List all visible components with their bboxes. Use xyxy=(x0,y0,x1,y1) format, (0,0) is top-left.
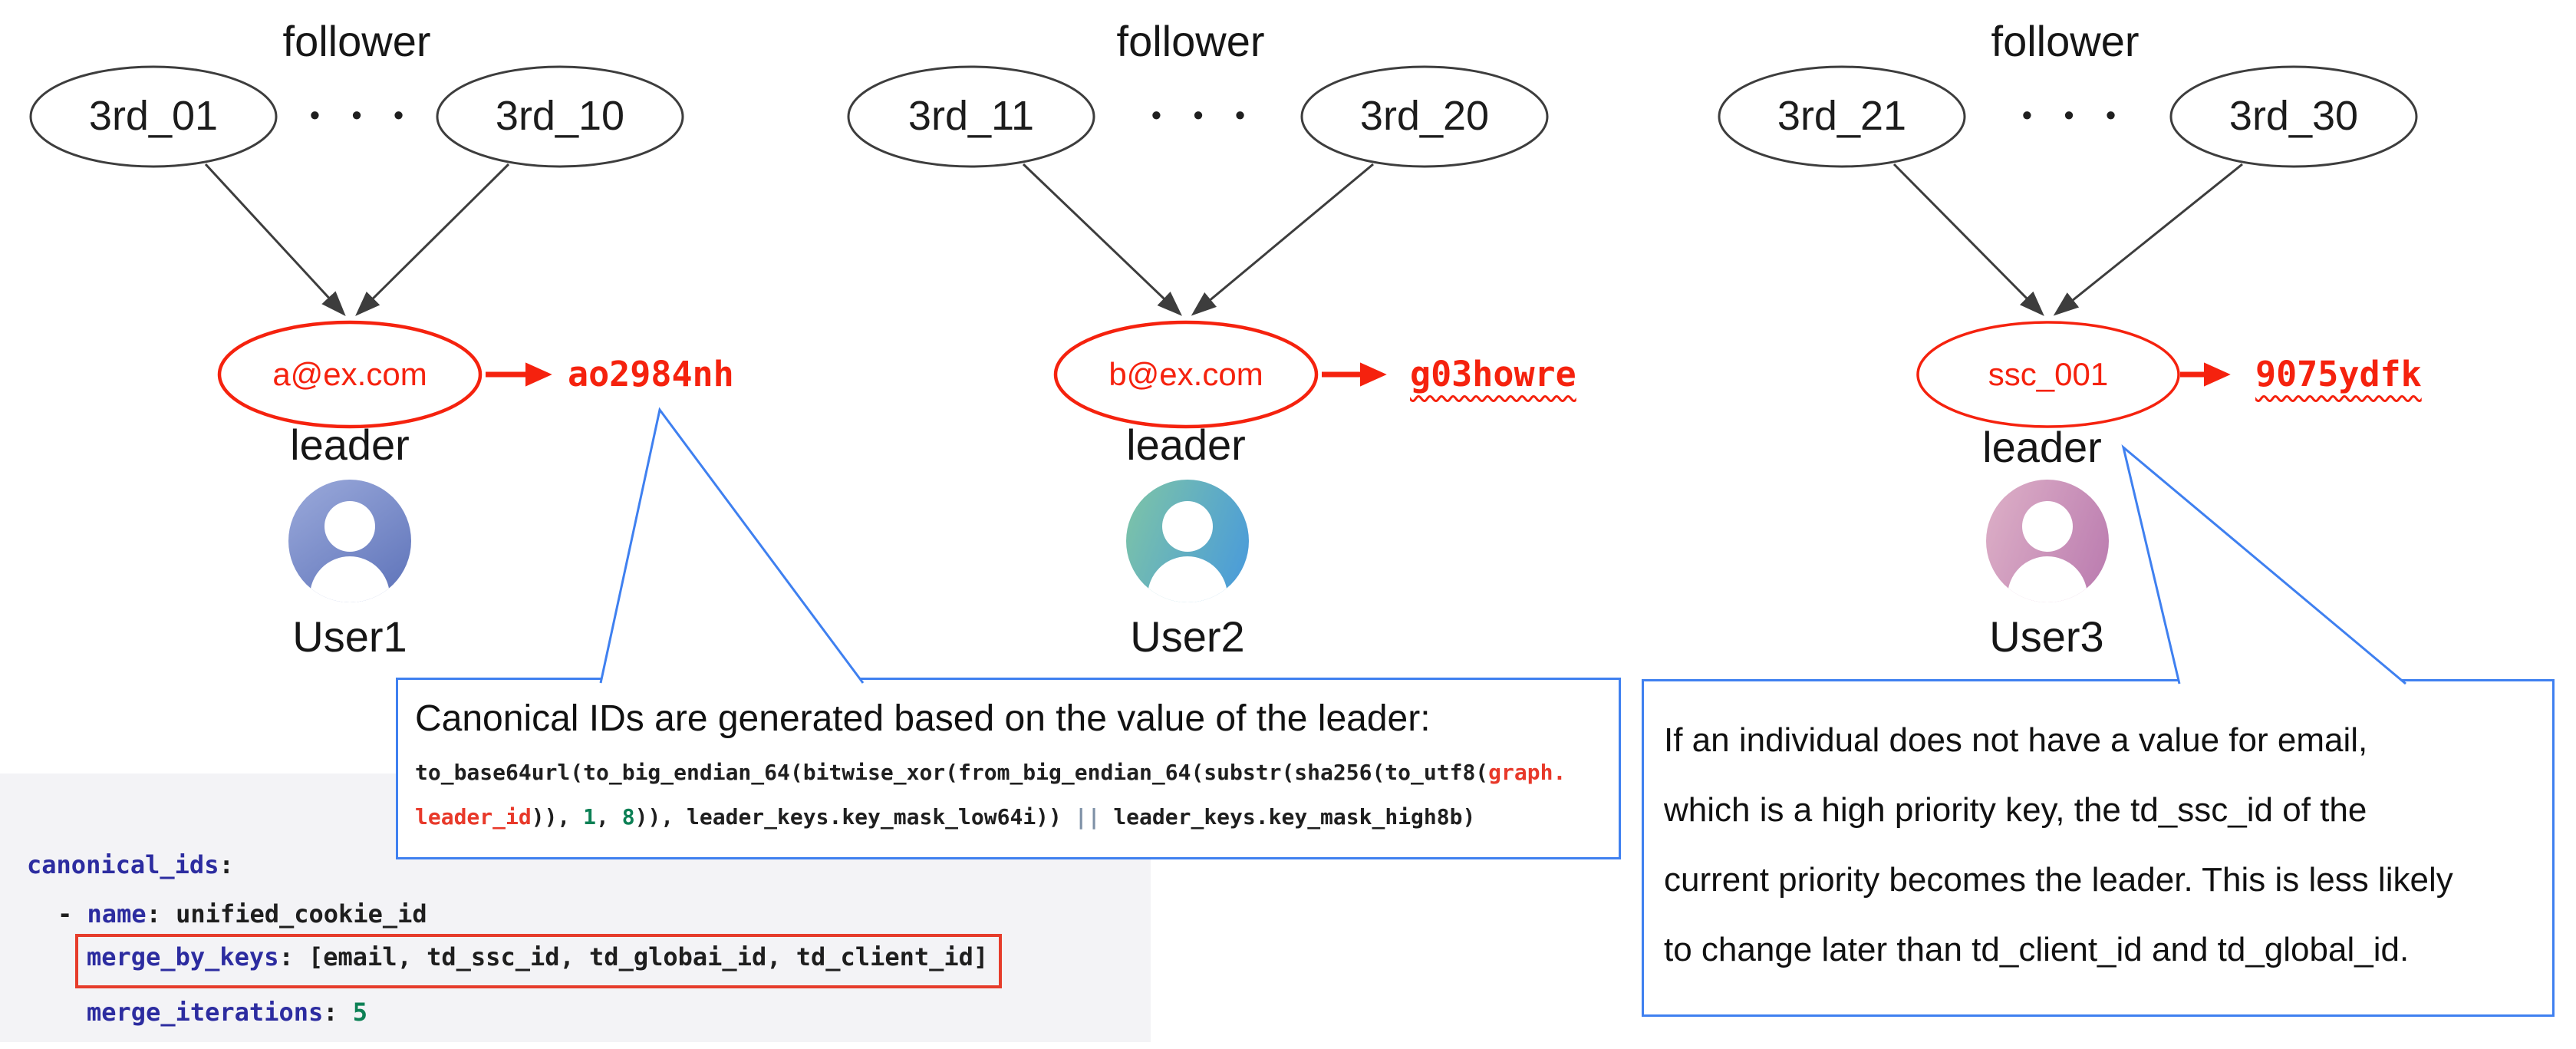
leader-caption: leader xyxy=(290,421,410,469)
user-name-label: User2 xyxy=(1130,612,1245,661)
user-avatar-icon xyxy=(288,480,411,602)
fallback-text-line: to change later than td_client_id and td… xyxy=(1664,931,2410,968)
third-party-node-label: 3rd_21 xyxy=(1777,93,1907,139)
callout-pointer xyxy=(601,410,863,683)
third-party-node-label: 3rd_30 xyxy=(2228,93,2359,139)
generation-expression-line-2: leader_id)), 1, 8)), leader_keys.key_mas… xyxy=(415,804,1476,830)
third-party-node-label: 3rd_10 xyxy=(495,93,625,139)
third-party-node-label: 3rd_20 xyxy=(1359,93,1490,139)
avatar-torso-shape xyxy=(310,556,390,602)
yaml-line-name: - name: unified_cookie_id xyxy=(58,899,427,929)
follower-to-leader-arrow xyxy=(355,163,510,316)
user-name-label: User3 xyxy=(1989,612,2104,661)
yaml-line-merge-iterations: merge_iterations: 5 xyxy=(87,998,368,1027)
follower-group-label: follower xyxy=(282,17,431,65)
avatar-torso-shape xyxy=(1148,556,1227,602)
canonical-id-value: 9075ydfk xyxy=(2255,354,2422,394)
leader-key-value: a@ex.com xyxy=(272,356,427,392)
follower-to-leader-arrow xyxy=(204,163,346,317)
fallback-text-line: If an individual does not have a value f… xyxy=(1664,721,2368,759)
ellipsis-dots: • • • xyxy=(2022,99,2128,130)
leader-key-value: b@ex.com xyxy=(1108,356,1263,392)
avatar-head-shape xyxy=(2022,501,2073,552)
callout-title: Canonical IDs are generated based on the… xyxy=(415,698,1431,739)
avatar-head-shape xyxy=(324,501,375,552)
yaml-line-merge-by-keys: merge_by_keys: [email, td_ssc_id, td_glo… xyxy=(87,942,989,971)
avatar-torso-shape xyxy=(2008,556,2087,602)
user-avatar-icon xyxy=(1126,480,1249,602)
leader-caption: leader xyxy=(1126,421,1246,469)
fallback-text-line: current priority becomes the leader. Thi… xyxy=(1664,861,2453,899)
user-name-label: User1 xyxy=(292,612,407,661)
leader-caption: leader xyxy=(1982,423,2102,471)
callout-pointer-outline xyxy=(2121,444,2406,685)
yaml-line-canonical-ids: canonical_ids: xyxy=(27,850,234,879)
user-avatar-icon xyxy=(1986,480,2109,602)
fallback-text-line: which is a high priority key, the td_ssc… xyxy=(1664,791,2367,829)
follower-to-leader-arrow xyxy=(1892,163,2044,316)
ellipsis-dots: • • • xyxy=(1151,99,1257,130)
follower-group-label: follower xyxy=(1991,17,2140,65)
canonical-generation-callout: Canonical IDs are generated based on the… xyxy=(396,678,1621,859)
follower-to-leader-arrow xyxy=(1191,163,1374,316)
follower-to-leader-arrow xyxy=(2053,163,2243,316)
canonical-id-value: ao2984nh xyxy=(568,354,734,394)
callout-pointer-outline xyxy=(599,407,865,684)
merge-by-keys-highlight-box xyxy=(75,934,1002,988)
leader-key-value: ssc_001 xyxy=(1988,356,2109,392)
ellipsis-dots: • • • xyxy=(310,99,416,130)
generation-expression-line-1: to_base64url(to_big_endian_64(bitwise_xo… xyxy=(415,760,1566,785)
avatar-head-shape xyxy=(1162,501,1213,552)
follower-to-leader-arrow xyxy=(1022,163,1182,316)
third-party-node-label: 3rd_11 xyxy=(908,93,1035,139)
third-party-node-label: 3rd_01 xyxy=(88,93,219,139)
follower-group-label: follower xyxy=(1116,17,1265,65)
callout-pointer xyxy=(2123,447,2406,684)
canonical-id-value: g03howre xyxy=(1410,354,1576,394)
ssc-fallback-callout: If an individual does not have a value f… xyxy=(1642,679,2555,1017)
